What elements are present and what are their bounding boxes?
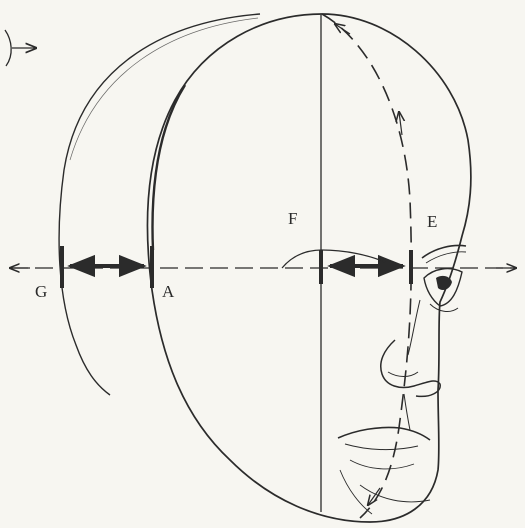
label-f: F bbox=[288, 210, 297, 227]
outer-back-curve bbox=[59, 14, 260, 395]
face-features bbox=[338, 246, 466, 515]
label-a: A bbox=[162, 283, 174, 300]
measure-g-a bbox=[62, 246, 152, 288]
label-g: G bbox=[35, 283, 47, 300]
top-left-fragment bbox=[5, 30, 36, 66]
label-e: E bbox=[427, 213, 437, 230]
